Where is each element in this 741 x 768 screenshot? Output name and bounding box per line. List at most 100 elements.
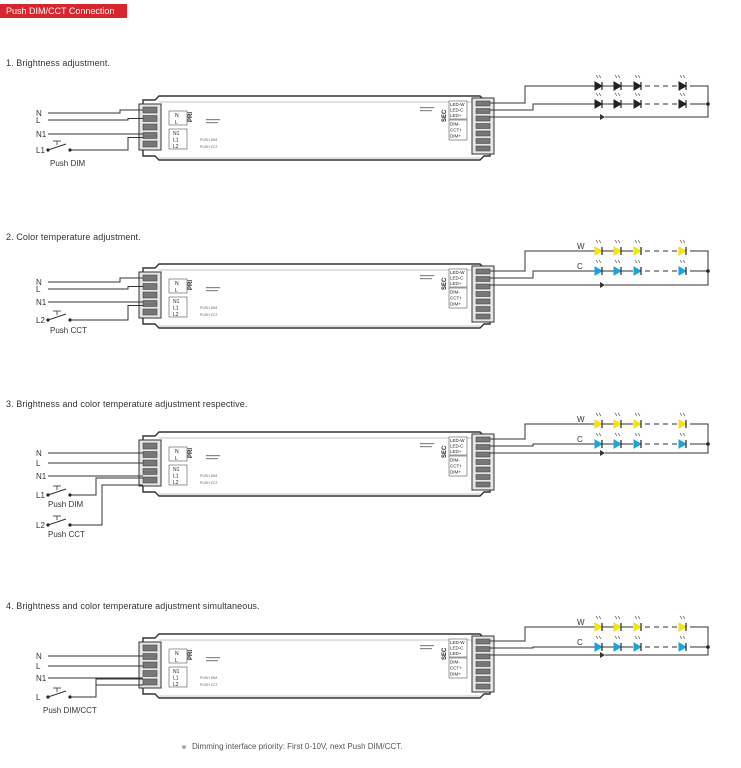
led-diode-icon — [594, 99, 604, 109]
section-title-1: 1. Brightness adjustment. — [6, 58, 111, 68]
spec-text — [206, 458, 218, 460]
push-switch-2 — [46, 310, 72, 322]
led-diode-icon — [594, 266, 604, 276]
output-terminal-led-w: LED-W — [450, 438, 465, 443]
output-terminal — [475, 115, 491, 122]
output-terminal-dim-: DIM- — [450, 290, 460, 295]
led-ray — [637, 635, 641, 640]
led-ray — [679, 239, 683, 244]
led-ray — [634, 432, 638, 437]
push-cct-label: PUSH CCT — [200, 145, 219, 149]
led-diode-icon — [633, 81, 643, 91]
push-cct-label: PUSH CCT — [200, 313, 219, 317]
led-ray — [617, 635, 621, 640]
wire-led-c — [490, 270, 595, 279]
output-terminal — [475, 481, 491, 488]
pri-terminal-box — [168, 648, 188, 664]
led-diode-icon — [678, 81, 688, 91]
led-ray — [637, 615, 641, 620]
wire-push-cct — [70, 484, 143, 526]
output-terminal-dim-: DIM- — [450, 660, 460, 665]
dim-terminal-l1: L1 — [173, 676, 179, 682]
wire-l — [48, 118, 143, 121]
wire-led-return — [605, 250, 709, 286]
led-row-label-c: C — [577, 435, 583, 444]
sec-dim-box — [448, 119, 468, 141]
wire-push-join — [95, 678, 143, 685]
wire-led-c — [490, 103, 595, 111]
wire-label-n1: N1 — [36, 674, 47, 683]
led-ray — [617, 412, 621, 417]
input-terminal — [142, 123, 158, 131]
led-ray — [637, 259, 641, 264]
push-dim-cct-switch — [46, 687, 72, 699]
led-2-2-1 — [594, 259, 604, 276]
switch-label-2: Push CCT — [48, 530, 85, 539]
priority-note: Dimming interface priority: First 0-10V,… — [182, 742, 402, 751]
led-ray — [595, 239, 599, 244]
output-terminal-dim-: DIM- — [450, 122, 460, 127]
pri-label: PRI — [188, 448, 194, 458]
input-terminal — [142, 459, 158, 467]
pri-terminal-box — [168, 446, 188, 462]
dim-terminal-box — [168, 128, 188, 150]
wire-led-return — [605, 626, 709, 656]
led-ray — [595, 432, 599, 437]
led-ray — [637, 412, 641, 417]
wire-led-c — [490, 646, 595, 649]
arrow-icon — [600, 282, 605, 288]
pri-terminal-n: N — [175, 281, 179, 287]
spec-text — [206, 119, 220, 121]
switch-label-1: Push CCT — [50, 326, 87, 335]
led-row-label-c: C — [577, 638, 583, 647]
driver-casing — [142, 633, 491, 699]
led-3-1-2 — [613, 412, 623, 429]
led-ray — [614, 615, 618, 620]
input-terminal — [142, 140, 158, 148]
led-ray — [634, 239, 638, 244]
led-diode-icon — [594, 439, 604, 449]
led-diode-icon — [613, 81, 623, 91]
led-4-2-2 — [613, 635, 623, 652]
led-2-1-n — [678, 239, 688, 256]
section-title-4: 4. Brightness and color temperature adju… — [6, 601, 260, 611]
wire-label-n1: N1 — [36, 130, 47, 139]
push-cct-label: PUSH CCT — [200, 481, 219, 485]
led-diode-icon — [678, 419, 688, 429]
dim-terminal-l1: L1 — [173, 138, 179, 144]
led-diode-icon — [613, 642, 623, 652]
led-ray — [682, 74, 686, 79]
pri-terminal-n: N — [175, 651, 179, 657]
led-3-2-n — [678, 432, 688, 449]
sec-led-box — [448, 100, 468, 120]
led-diode-icon — [678, 246, 688, 256]
led-diode-icon — [678, 642, 688, 652]
output-terminal — [475, 451, 491, 458]
output-terminal-led-w: LED-W — [450, 102, 465, 107]
led-4-1-n — [678, 615, 688, 632]
wire-n — [48, 109, 143, 114]
led-ray — [679, 412, 683, 417]
led-ray — [634, 412, 638, 417]
push-dim-label: PUSH DIM — [200, 306, 217, 310]
led-diode-icon — [678, 266, 688, 276]
led-ray — [598, 259, 602, 264]
input-terminal — [142, 308, 158, 316]
led-3-2-1 — [594, 432, 604, 449]
wire-label-n: N — [36, 652, 42, 661]
led-2-1-3 — [633, 239, 643, 256]
output-terminal-dim-pos: DIM+ — [450, 302, 461, 307]
led-1-2-1 — [594, 92, 604, 109]
arrow-icon — [600, 450, 605, 456]
pri-label: PRI — [188, 650, 194, 660]
led-ray — [614, 239, 618, 244]
switch-label-1: Push DIM/CCT — [43, 706, 97, 715]
spec-text — [206, 660, 218, 662]
output-terminal-led-c: LED-C — [450, 108, 464, 113]
led-ray — [637, 92, 641, 97]
led-1-2-3 — [633, 92, 643, 109]
output-terminal-cct-pos: CCT+ — [450, 128, 462, 133]
led-ray — [614, 74, 618, 79]
led-diode-icon — [613, 419, 623, 429]
